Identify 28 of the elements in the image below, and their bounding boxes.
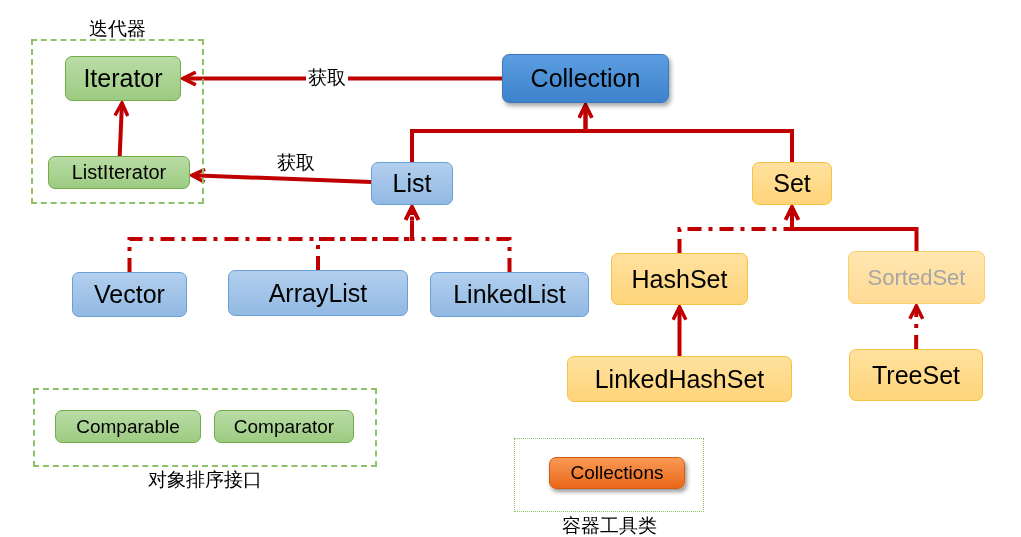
class-box: Vector	[72, 272, 187, 317]
class-box: ArrayList	[228, 270, 408, 316]
class-box: TreeSet	[849, 349, 983, 401]
group-label: 容器工具类	[561, 514, 657, 536]
interface-box: Comparable	[55, 410, 201, 443]
utility-class-box: Collections	[549, 457, 685, 489]
arrow	[113, 101, 130, 157]
arrow	[783, 205, 919, 251]
edge-label: 获取	[306, 66, 348, 88]
arrow	[577, 103, 794, 162]
interface-box: Collection	[502, 54, 669, 103]
class-box: HashSet	[611, 253, 748, 305]
class-box: LinkedList	[430, 272, 589, 317]
group-label: 对象排序接口	[148, 468, 262, 490]
arrow	[403, 205, 512, 272]
class-box: Set	[752, 162, 832, 205]
class-box: List	[371, 162, 453, 205]
interface-box: ListIterator	[48, 156, 190, 189]
edge-label: 获取	[275, 151, 317, 173]
arrow	[190, 167, 372, 184]
interface-box: Iterator	[65, 56, 181, 101]
arrow	[671, 305, 688, 356]
group-label: 迭代器	[89, 17, 146, 39]
interface-box: Comparator	[214, 410, 354, 443]
arrow	[181, 70, 502, 87]
interface-box: SortedSet	[848, 251, 985, 304]
class-box: LinkedHashSet	[567, 356, 792, 402]
arrow	[908, 304, 925, 349]
